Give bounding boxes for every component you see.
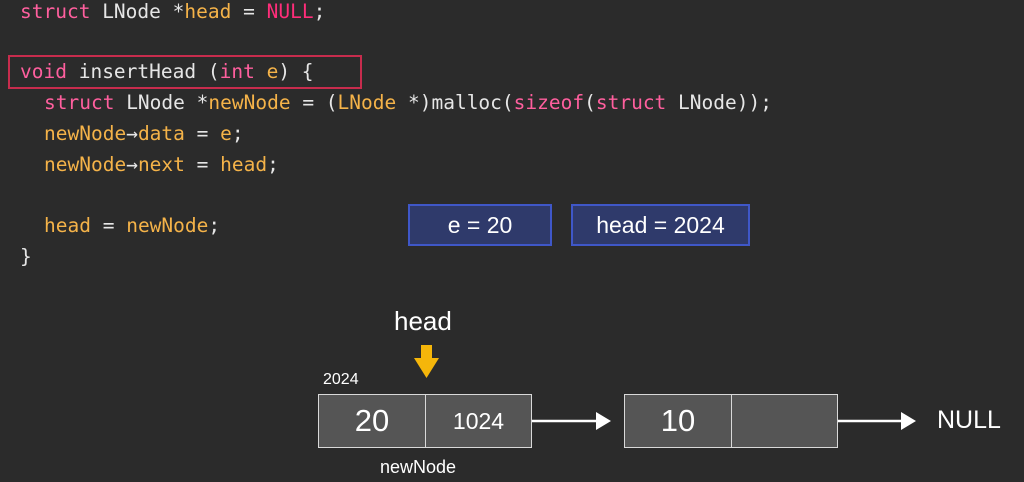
node2-next-cell (731, 394, 838, 448)
code-line-set-next: newNode→next = head; (44, 153, 279, 176)
newnode-label: newNode (380, 457, 457, 477)
null-arrowhead-icon (901, 412, 916, 430)
code-line-function-signature: void insertHead (int e) { (20, 60, 314, 83)
function-highlight-box (8, 55, 362, 89)
code-line-assign-head: head = newNode; (44, 214, 221, 237)
node2-data-cell: 10 (624, 394, 732, 448)
code-line-head-decl: struct LNode *head = NULL; (20, 0, 326, 23)
node1-data-cell: 20 (318, 394, 426, 448)
link-arrowhead-icon (596, 412, 611, 430)
var-e-box: e = 20 (408, 204, 552, 246)
var-head-box: head = 2024 (571, 204, 750, 246)
code-line-malloc: struct LNode *newNode = (LNode *)malloc(… (44, 91, 772, 114)
code-line-set-data: newNode→data = e; (44, 122, 244, 145)
node-address-label: 2024 (323, 371, 359, 388)
node1-next-cell: 1024 (425, 394, 532, 448)
code-line-close-brace: } (20, 245, 32, 268)
head-pointer-label: head (394, 306, 452, 336)
null-label: NULL (937, 406, 1001, 434)
head-down-arrow-icon (414, 345, 439, 378)
